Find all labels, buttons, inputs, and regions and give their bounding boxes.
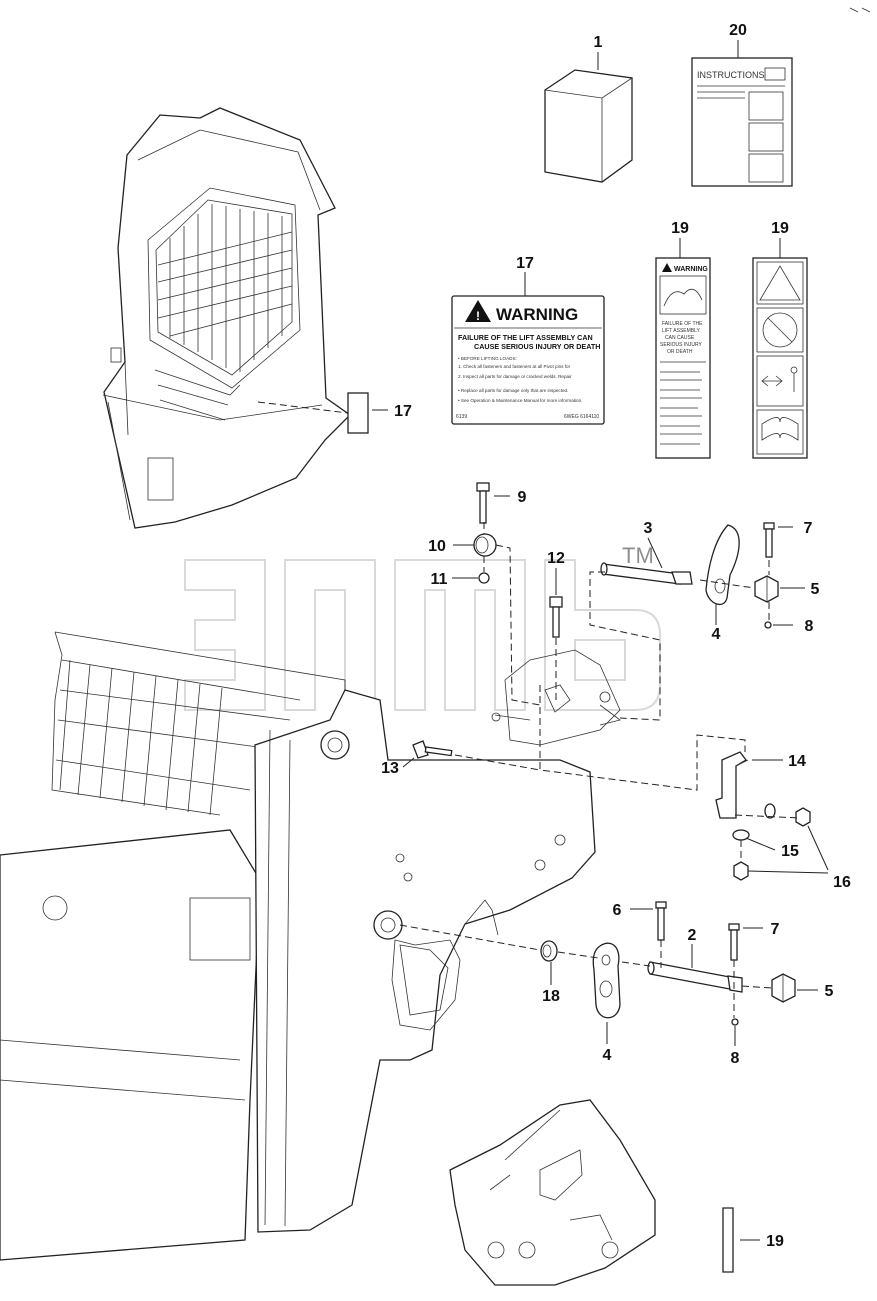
part-20-instructions: INSTRUCTIONS [691, 57, 793, 187]
dash-2 [399, 924, 651, 967]
warning-headline-2: CAUSE SERIOUS INJURY OR DEATH [474, 342, 600, 351]
part-4-lower-link [592, 942, 621, 1019]
part-2-pin [647, 961, 743, 993]
part-17-small-decal [347, 392, 369, 434]
part-18-bushing [540, 940, 558, 962]
callout-11: 11 [431, 571, 448, 588]
narrow-text-2: LIFT ASSEMBLY [662, 328, 701, 334]
callout-7b: 7 [771, 921, 780, 938]
lower-bracket [449, 1099, 656, 1286]
part-17-warning-decal: ! WARNING FAILURE OF THE LIFT ASSEMBLY C… [451, 295, 605, 425]
warning-code-left: 6139 [456, 414, 467, 420]
narrow-text-5: OR DEATH [667, 349, 693, 355]
callout-19a: 19 [671, 220, 689, 237]
callout-19c: 19 [766, 1233, 784, 1250]
part-7-bolt-lower [728, 923, 740, 961]
callout-20: 20 [729, 22, 747, 39]
dash-5b [741, 985, 773, 989]
part-1-box [544, 69, 633, 183]
callout-2: 2 [688, 927, 697, 944]
callout-17a: 17 [516, 255, 534, 272]
dash-14 [539, 685, 746, 791]
warning-headline-1: FAILURE OF THE LIFT ASSEMBLY CAN [458, 333, 593, 342]
dash-16 [734, 814, 801, 862]
warning-line-5: • See Operation & Maintenance Manual for… [458, 398, 582, 403]
warning-line-2: 1. Check all fasteners and fasteners at … [458, 364, 571, 369]
cab-frame [102, 107, 352, 529]
warning-line-4: • Replace all parts for damage only that… [458, 388, 568, 393]
part-5-castle-nut-upper [754, 575, 779, 603]
callout-10: 10 [428, 538, 446, 555]
callout-6: 6 [613, 902, 622, 919]
leader-3 [647, 537, 663, 569]
warning-line-3: 2. Inspect all parts for damage or crack… [458, 374, 572, 379]
leader-16 [747, 825, 829, 874]
callout-4a: 4 [712, 626, 721, 643]
part-8-pin-lower [731, 1018, 739, 1026]
part-12-bolt [549, 596, 563, 638]
loader-frame [0, 631, 621, 1261]
callout-5b: 5 [825, 983, 834, 1000]
part-5-castle-nut-lower [771, 973, 796, 1003]
callout-15: 15 [781, 843, 799, 860]
callout-5a: 5 [811, 581, 820, 598]
part-14-bracket [715, 751, 749, 819]
leader-15 [745, 837, 776, 851]
callout-12: 12 [547, 550, 565, 567]
part-19-strip-decal [722, 1207, 734, 1273]
callout-1: 1 [594, 34, 603, 51]
dash-10 [495, 544, 541, 706]
dash-3 [589, 571, 661, 721]
callout-19b: 19 [771, 220, 789, 237]
leader-13 [402, 757, 415, 768]
warning-title: WARNING [496, 305, 578, 324]
callout-8a: 8 [805, 618, 814, 635]
part-16-nut [733, 807, 811, 881]
callout-14: 14 [788, 753, 806, 770]
corner-mark [849, 7, 871, 13]
callout-13: 13 [381, 760, 399, 777]
dash-17 [257, 401, 349, 414]
part-19-pictorial-decal [752, 257, 808, 459]
narrow-text-1: FAILURE OF THE [662, 321, 703, 327]
part-4-upper-link [705, 524, 740, 606]
part-10-bushing [473, 533, 497, 557]
warning-code-right: 6WEG 6164110 [564, 414, 599, 420]
warning-line-1: • BEFORE LIFTING LOADS: [458, 356, 517, 361]
part-15-washer [732, 803, 776, 841]
svg-text:!: ! [476, 309, 480, 323]
callout-18: 18 [542, 988, 560, 1005]
trademark-text: TM [622, 543, 654, 568]
instructions-label: INSTRUCTIONS [697, 70, 765, 80]
callout-9: 9 [518, 489, 527, 506]
part-19-narrow-warning-decal: WARNING FAILURE OF THE LIFT ASSEMBLY CAN… [655, 257, 711, 459]
part-7-bolt-upper [763, 522, 775, 558]
narrow-text-4: SERIOUS INJURY [660, 342, 703, 348]
part-9-bolt [476, 482, 490, 524]
callout-17b: 17 [394, 403, 412, 420]
callout-16: 16 [833, 874, 851, 891]
narrow-decal-title: WARNING [674, 266, 708, 273]
part-6-bolt [655, 901, 667, 941]
callout-4b: 4 [603, 1047, 612, 1064]
dash-13 [454, 754, 541, 771]
callout-8b: 8 [731, 1050, 740, 1067]
callout-7a: 7 [804, 520, 813, 537]
watermark-logo: TM [184, 543, 661, 711]
part-11-nut [478, 572, 490, 584]
part-8-pin-upper [764, 621, 772, 629]
part-13-bolt [412, 740, 453, 759]
callout-3: 3 [644, 520, 653, 537]
narrow-text-3: CAN CAUSE [665, 335, 695, 341]
dash-5a [699, 579, 756, 589]
